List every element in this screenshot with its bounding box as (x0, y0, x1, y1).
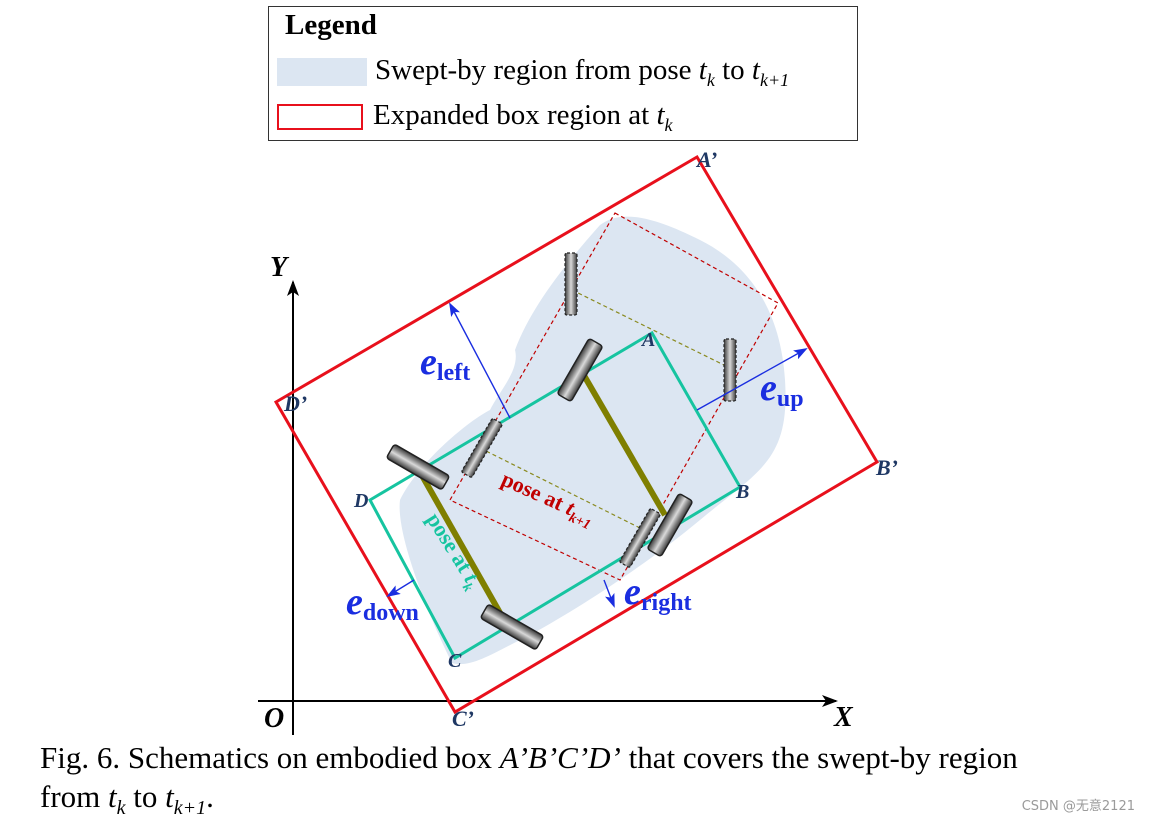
label-c: C (448, 650, 462, 672)
wheel-tk-front-left (557, 338, 603, 402)
legend: Legend Swept-by region from pose tk to t… (268, 6, 858, 141)
pose-tk1-outline (449, 212, 779, 581)
watermark: CSDN @无意2121 (1021, 799, 1135, 814)
wheel-tk1-rear-left (461, 418, 503, 478)
e-left-arrow (449, 302, 511, 419)
legend-swatch-swept (277, 58, 367, 86)
pose-tk-outline (367, 330, 743, 661)
wheel-tk1-rear-right (619, 508, 661, 568)
axis-label-x: X (834, 702, 853, 733)
wheel-tk-rear-left (386, 444, 450, 490)
e-down-arrow (386, 579, 415, 598)
label-c-prime: C’ (452, 706, 474, 731)
legend-expanded-text: Expanded box region at (373, 98, 650, 131)
pose-tk-axle-front (579, 370, 668, 517)
legend-item-swept: Swept-by region from pose tk to tk+1 (277, 54, 789, 90)
pose-tk-axle-rear (417, 470, 511, 629)
label-d: D (354, 490, 369, 512)
label-b: B (736, 481, 750, 503)
expanded-box (273, 154, 880, 715)
label-a: A (642, 329, 656, 351)
legend-swatch-expanded (277, 104, 363, 130)
figure-caption: Fig. 6. Schematics on embodied box A’B’C… (40, 740, 1018, 820)
swept-region (399, 216, 786, 665)
label-e-down: edown (346, 581, 419, 626)
label-a-prime: A’ (697, 147, 718, 172)
axis-label-y: Y (270, 252, 288, 283)
pose-tk1-axle-front (571, 289, 731, 369)
e-right-arrow (603, 579, 615, 608)
wheel-tk1-front-left (564, 252, 578, 316)
label-e-left: eleft (420, 341, 471, 386)
legend-title: Legend (285, 9, 377, 41)
legend-swept-text: Swept-by region from pose (375, 53, 692, 86)
wheel-tk-rear-right (480, 604, 544, 650)
label-d-prime: D’ (284, 391, 308, 416)
legend-item-expanded: Expanded box region at tk (277, 99, 673, 135)
label-e-right: eright (624, 571, 692, 616)
wheel-tk-front-right (647, 493, 693, 557)
label-b-prime: B’ (876, 455, 898, 480)
label-e-up: eup (760, 367, 804, 412)
e-up-arrow (696, 348, 808, 411)
wheel-tk1-front-right (723, 338, 737, 402)
axis-label-origin: O (264, 703, 285, 734)
pose-tk1-axle-rear (479, 447, 641, 529)
